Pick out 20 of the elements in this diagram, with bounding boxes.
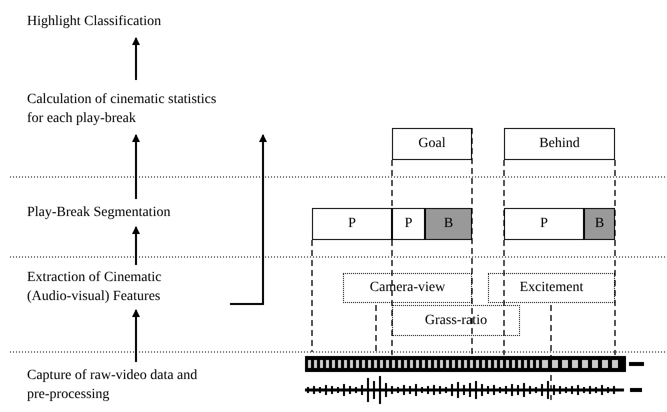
arrow bbox=[132, 37, 140, 80]
feature-box: Camera-view bbox=[343, 273, 472, 303]
break-segment: B bbox=[425, 208, 472, 240]
feature-box: Grass-ratio bbox=[392, 305, 520, 336]
feature-box: Excitement bbox=[488, 273, 615, 303]
event-box: Behind bbox=[504, 128, 615, 160]
arrow bbox=[230, 134, 267, 305]
arrow bbox=[132, 226, 140, 265]
event-box: Goal bbox=[392, 128, 472, 160]
play-segment: P bbox=[392, 208, 425, 240]
play-segment: P bbox=[504, 208, 584, 240]
arrow bbox=[132, 309, 140, 362]
break-segment: B bbox=[584, 208, 615, 240]
play-segment: P bbox=[312, 208, 392, 240]
step-label: Play-Break Segmentation bbox=[27, 203, 257, 222]
step-label: Extraction of Cinematic (Audio-visual) Features bbox=[27, 268, 202, 306]
step-label: Capture of raw-video data and pre-processing bbox=[27, 366, 207, 404]
arrow bbox=[132, 134, 140, 199]
step-label: Calculation of cinematic statistics for each play-break bbox=[27, 90, 232, 128]
step-label: Highlight Classification bbox=[27, 12, 277, 31]
